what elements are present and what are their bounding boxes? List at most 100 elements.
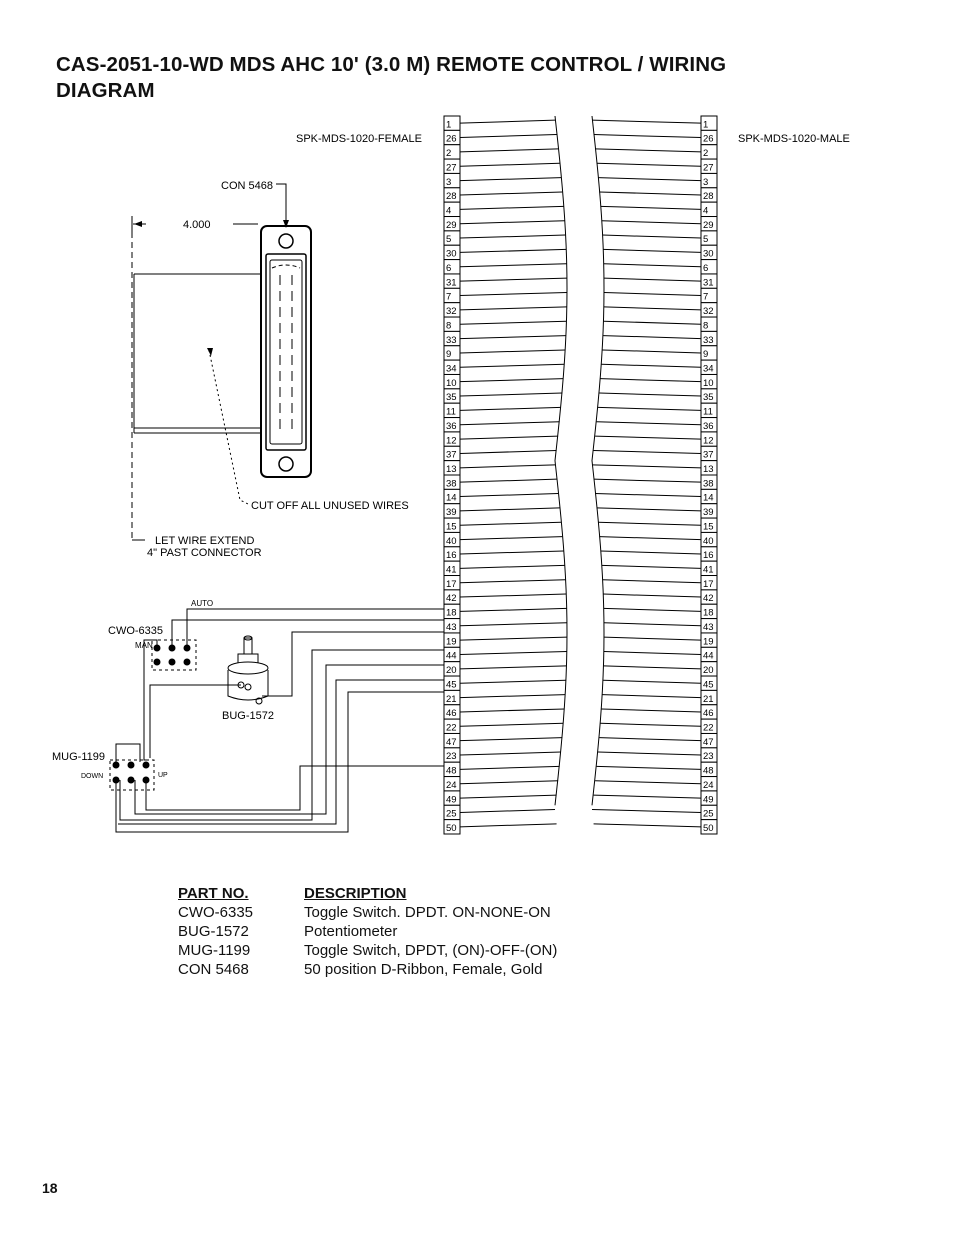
male-pin-number: 5 <box>703 234 708 245</box>
ribbon-wire-right <box>601 220 702 225</box>
ribbon-wire-left <box>459 392 563 397</box>
page-number: 18 <box>42 1180 58 1196</box>
ribbon-wire-right <box>602 694 702 699</box>
part-no-header: PART NO. <box>178 885 249 902</box>
ribbon-wire-left <box>459 751 562 756</box>
ribbon-wire-left <box>459 550 564 555</box>
ribbon-wire-right <box>603 263 702 268</box>
female-pin-number: 17 <box>446 579 457 590</box>
female-pin-number: 22 <box>446 722 457 733</box>
male-pin-number: 3 <box>703 177 708 188</box>
male-pin-number: 43 <box>703 622 714 633</box>
female-pin-number: 38 <box>446 478 457 489</box>
female-pin-number: 44 <box>446 651 457 662</box>
male-pin-number: 2 <box>703 148 708 159</box>
table-row: CON 5468 50 position D-Ribbon, Female, G… <box>178 960 557 979</box>
male-pin-number: 39 <box>703 507 714 518</box>
bug-1572-label: BUG-1572 <box>222 710 274 722</box>
page-title: CAS-2051-10-WD MDS AHC 10' (3.0 M) REMOT… <box>56 52 896 104</box>
male-pin-cell <box>700 819 718 835</box>
ribbon-wire-left <box>459 421 560 426</box>
ribbon-wire-right <box>591 119 702 124</box>
female-pin-number: 6 <box>446 263 451 274</box>
up-label: UP <box>158 772 168 779</box>
ribbon-wire-right <box>603 248 702 253</box>
male-pin-number: 38 <box>703 478 714 489</box>
ribbon-wire-right <box>603 306 702 311</box>
male-pin-number: 21 <box>703 694 714 705</box>
ribbon-wire-right <box>595 780 702 785</box>
ribbon-wire-right <box>599 191 702 196</box>
female-pin-number: 14 <box>446 493 457 504</box>
ribbon-wire-right <box>593 134 702 139</box>
female-pin-number: 50 <box>446 823 457 834</box>
male-pin-number: 28 <box>703 191 714 202</box>
male-pin-number: 41 <box>703 565 714 576</box>
male-pin-number: 27 <box>703 162 714 173</box>
female-pin-number: 5 <box>446 234 451 245</box>
ribbon-wire-right <box>600 722 702 727</box>
female-pin-number: 49 <box>446 794 457 805</box>
break-edge-left <box>554 115 568 806</box>
ribbon-wire-left <box>459 306 567 311</box>
ribbon-wire-right <box>593 449 702 454</box>
ribbon-wire-left <box>459 651 567 655</box>
ribbon-wire-left <box>459 378 564 383</box>
part-no-cell: CWO-6335 <box>178 904 254 921</box>
female-pin-number: 1 <box>446 119 451 130</box>
ribbon-wire-left <box>459 292 568 296</box>
ribbon-wire-left <box>459 507 560 512</box>
male-pin-number: 30 <box>703 249 714 260</box>
dimension-label: 4.000 <box>183 219 211 231</box>
female-pin-number: 48 <box>446 766 457 777</box>
male-pin-number: 4 <box>703 206 708 217</box>
female-pin-number: 33 <box>446 335 457 346</box>
mug-1199-label: MUG-1199 <box>52 751 105 763</box>
auto-label: AUTO <box>191 599 213 608</box>
ribbon-wire-left <box>459 349 566 354</box>
ribbon-wire-right <box>603 593 702 598</box>
male-pin-number: 34 <box>703 363 714 374</box>
male-pin-number: 13 <box>703 464 714 475</box>
male-pin-number: 46 <box>703 708 714 719</box>
down-label: DOWN <box>81 773 103 780</box>
ribbon-wire-right <box>595 148 702 153</box>
ribbon-wire-left <box>459 794 557 799</box>
female-pin-number: 35 <box>446 392 457 403</box>
ribbon-wire-left <box>459 363 565 368</box>
ribbon-wire-right <box>603 665 702 670</box>
ribbon-wire-right <box>601 708 702 713</box>
cut-off-note: CUT OFF ALL UNUSED WIRES <box>251 500 409 512</box>
male-connector-label: SPK-MDS-1020-MALE <box>738 133 850 145</box>
ribbon-wire-right <box>601 363 702 368</box>
male-pin-number: 7 <box>703 292 708 303</box>
control-wiring <box>115 608 445 833</box>
female-pin-number: 47 <box>446 737 457 748</box>
break-edge-right <box>591 115 605 806</box>
ribbon-wire-left <box>459 493 559 498</box>
male-pin-number: 33 <box>703 335 714 346</box>
ribbon-wire-left <box>459 234 566 239</box>
ribbon-wire-left <box>459 191 563 196</box>
ribbon-wire-left <box>459 564 565 569</box>
male-pin-number: 22 <box>703 722 714 733</box>
ribbon-wire-left <box>459 823 557 828</box>
female-pin-number: 16 <box>446 550 457 561</box>
female-pin-number: 24 <box>446 780 457 791</box>
table-row: CWO-6335 Toggle Switch. DPDT. ON-NONE-ON <box>178 903 557 922</box>
mug-1199-switch: MUG-1199 DOWN UP <box>52 751 168 791</box>
part-no-cell: BUG-1572 <box>178 923 249 940</box>
ribbon-wire-right <box>597 177 702 182</box>
female-pin-number: 20 <box>446 665 457 676</box>
ribbon-harness <box>459 115 702 828</box>
female-pin-number: 34 <box>446 363 457 374</box>
ribbon-wire-left <box>459 148 559 153</box>
ribbon-wire-right <box>602 349 702 354</box>
male-pin-number: 45 <box>703 679 714 690</box>
ribbon-wire-right <box>600 205 702 210</box>
male-pin-number: 29 <box>703 220 714 231</box>
ribbon-wire-left <box>459 579 566 584</box>
table-row: MUG-1199 Toggle Switch, DPDT, (ON)-OFF-(… <box>178 941 557 960</box>
